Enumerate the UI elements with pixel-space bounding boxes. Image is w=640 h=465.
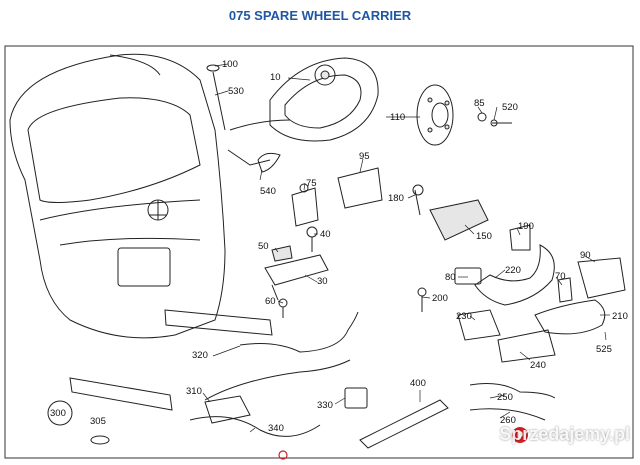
callout-labels: 100 530 10 540 110 85 520 95 75 180 150 … — [50, 59, 628, 434]
callout-310: 310 — [186, 386, 202, 397]
bracket-drawings — [257, 152, 626, 363]
callout-30: 30 — [317, 276, 328, 287]
callout-230: 230 — [456, 311, 472, 322]
callout-190: 190 — [518, 221, 534, 232]
callout-540: 540 — [260, 186, 276, 197]
callout-250: 250 — [497, 392, 513, 403]
watermark-text: Sprzedajemy.pl — [499, 424, 630, 444]
hotspot-marker[interactable] — [278, 450, 288, 460]
callout-40: 40 — [320, 229, 331, 240]
leader-lines — [202, 63, 610, 433]
callout-100: 100 — [222, 59, 238, 70]
callout-210: 210 — [612, 311, 628, 322]
callout-320: 320 — [192, 350, 208, 361]
callout-180: 180 — [388, 193, 404, 204]
callout-200: 200 — [432, 293, 448, 304]
callout-300: 300 — [50, 408, 66, 419]
callout-10: 10 — [270, 72, 281, 83]
callout-330: 330 — [317, 400, 333, 411]
callout-95: 95 — [359, 151, 370, 162]
watermark-badge: p — [512, 427, 528, 443]
callout-90: 90 — [580, 250, 591, 261]
callout-530: 530 — [228, 86, 244, 97]
diagram-frame — [4, 45, 634, 459]
callout-70: 70 — [555, 271, 566, 282]
callout-525: 525 — [596, 344, 612, 355]
callout-340: 340 — [268, 423, 284, 434]
callout-50: 50 — [258, 241, 269, 252]
callout-240: 240 — [530, 360, 546, 371]
callout-85: 85 — [474, 98, 485, 109]
spare-wheel-drawing — [206, 57, 379, 166]
callout-150: 150 — [476, 231, 492, 242]
tailgate-drawing — [9, 53, 226, 339]
callout-305: 305 — [90, 416, 106, 427]
wheel-hub-drawing — [416, 84, 512, 146]
lock-bracket-drawing — [264, 226, 427, 318]
callout-75: 75 — [306, 178, 317, 189]
callout-260: 260 — [500, 415, 516, 426]
trim-and-wiring-drawing — [47, 309, 556, 449]
callout-110: 110 — [390, 112, 405, 123]
callout-520: 520 — [502, 102, 518, 113]
callout-80: 80 — [445, 272, 456, 283]
callout-400: 400 — [410, 378, 426, 389]
diagram-title: 075 SPARE WHEEL CARRIER — [228, 8, 412, 23]
callout-60: 60 — [265, 296, 276, 307]
callout-220: 220 — [505, 265, 521, 276]
